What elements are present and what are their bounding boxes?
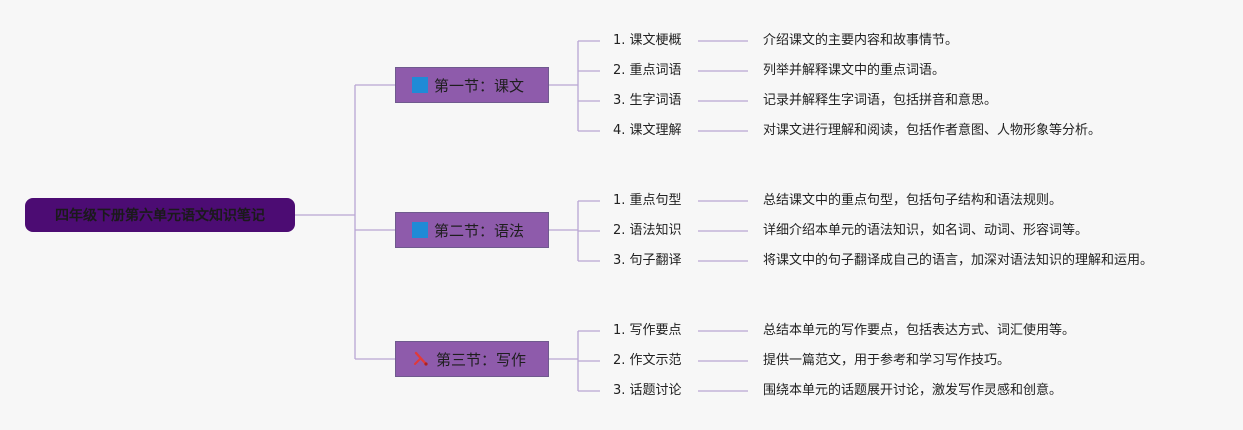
item-label[interactable]: 3. 生字词语	[613, 93, 682, 108]
item-description: 记录并解释生字词语，包括拼音和意思。	[763, 93, 998, 108]
item-description: 详细介绍本单元的语法知识，如名词、动词、形容词等。	[763, 223, 1089, 238]
section-node-grammar[interactable]: 第二节：语法	[395, 212, 549, 248]
item-label[interactable]: 2. 作文示范	[613, 353, 682, 368]
blue-square-icon	[412, 222, 428, 238]
item-label[interactable]: 2. 语法知识	[613, 223, 682, 238]
item-label[interactable]: 1. 重点句型	[613, 193, 682, 208]
item-description: 介绍课文的主要内容和故事情节。	[763, 33, 959, 48]
section-node-writing[interactable]: 第三节：写作	[395, 341, 549, 377]
section-title: 第二节：语法	[434, 221, 525, 240]
item-description: 围绕本单元的话题展开讨论，激发写作灵感和创意。	[763, 383, 1063, 398]
item-label[interactable]: 3. 话题讨论	[613, 383, 682, 398]
item-description: 提供一篇范文，用于参考和学习写作技巧。	[763, 353, 1011, 368]
item-label[interactable]: 2. 重点词语	[613, 63, 682, 78]
blue-square-icon	[412, 77, 428, 93]
item-description: 列举并解释课文中的重点词语。	[763, 63, 946, 78]
pen-icon	[414, 351, 428, 366]
item-description: 对课文进行理解和阅读，包括作者意图、人物形象等分析。	[763, 123, 1102, 138]
item-label[interactable]: 3. 句子翻译	[613, 253, 682, 268]
section-node-lessons[interactable]: 第一节：课文	[395, 67, 549, 103]
item-label[interactable]: 4. 课文理解	[613, 123, 682, 138]
root-title: 四年级下册第六单元语文知识笔记	[55, 208, 265, 224]
item-description: 将课文中的句子翻译成自己的语言，加深对语法知识的理解和运用。	[763, 253, 1154, 268]
item-label[interactable]: 1. 课文梗概	[613, 33, 682, 48]
section-title: 第一节：课文	[434, 76, 525, 95]
item-description: 总结本单元的写作要点，包括表达方式、词汇使用等。	[763, 323, 1076, 338]
section-title: 第三节：写作	[436, 350, 527, 369]
item-description: 总结课文中的重点句型，包括句子结构和语法规则。	[763, 193, 1063, 208]
item-label[interactable]: 1. 写作要点	[613, 323, 682, 338]
root-node[interactable]: 四年级下册第六单元语文知识笔记	[25, 198, 295, 232]
